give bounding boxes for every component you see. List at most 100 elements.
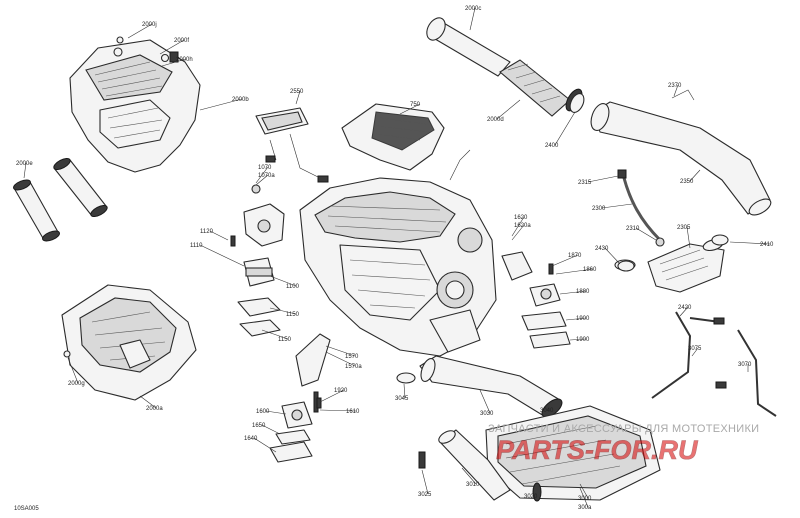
callout-3030[interactable]: 3030 bbox=[480, 411, 494, 417]
callout-3000a[interactable]: 300a bbox=[578, 505, 592, 511]
callout-1880[interactable]: 1880 bbox=[576, 289, 590, 295]
intake-boot-left[interactable] bbox=[12, 178, 61, 243]
callout-1150b[interactable]: 1150 bbox=[278, 337, 292, 343]
engine-cover[interactable] bbox=[341, 103, 445, 171]
leader-c-3000 bbox=[579, 483, 589, 499]
clamp-2430[interactable] bbox=[617, 260, 635, 272]
clamp-2400[interactable] bbox=[567, 91, 586, 114]
callout-2000c[interactable]: 2000c bbox=[465, 6, 481, 12]
callout-2310[interactable]: 2310 bbox=[626, 226, 640, 232]
leader-c-3025 bbox=[421, 469, 429, 495]
leader-c-1150a bbox=[269, 307, 297, 315]
leader-c-1570a bbox=[325, 351, 356, 367]
shim-plates-1150[interactable] bbox=[237, 297, 281, 337]
breather-hose-2300[interactable] bbox=[617, 169, 665, 247]
callout-3040[interactable]: 3040 bbox=[540, 408, 554, 414]
bolt-1920[interactable] bbox=[316, 397, 322, 409]
leader-c-2410 bbox=[729, 241, 771, 245]
callout-2410[interactable]: 2410 bbox=[760, 242, 774, 248]
callout-2315[interactable]: 2315 bbox=[578, 180, 592, 186]
callout-2400[interactable]: 2400 bbox=[545, 143, 559, 149]
callout-2420[interactable]: 2420 bbox=[678, 305, 692, 311]
callout-2000a[interactable]: 2000a bbox=[146, 406, 163, 412]
callout-1070[interactable]: 1070 bbox=[258, 165, 272, 171]
callout-1100[interactable]: 1100 bbox=[286, 284, 300, 290]
exhaust-bend[interactable] bbox=[437, 428, 511, 501]
exhaust-clamp-3020[interactable] bbox=[532, 482, 542, 502]
callout-1150a[interactable]: 1150 bbox=[286, 312, 300, 318]
callout-1860[interactable]: 1860 bbox=[583, 267, 597, 273]
leader-c-2350 bbox=[689, 169, 701, 182]
callout-2300[interactable]: 2300 bbox=[592, 206, 606, 212]
clamp-2410[interactable] bbox=[711, 234, 729, 246]
callout-2000d[interactable]: 2000d bbox=[487, 117, 504, 123]
callout-2000g[interactable]: 2000g bbox=[68, 381, 85, 387]
clamp-3045[interactable] bbox=[396, 372, 416, 384]
callout-1120[interactable]: 1120 bbox=[200, 229, 214, 235]
spring-3025[interactable] bbox=[418, 451, 426, 469]
callout-2000b[interactable]: 2000b bbox=[232, 97, 249, 103]
intake-boot-right[interactable] bbox=[52, 156, 109, 219]
leader-c-3030 bbox=[479, 389, 491, 414]
leader-c-1120 bbox=[209, 230, 229, 241]
callout-2305[interactable]: 2305 bbox=[677, 225, 691, 231]
callout-3075[interactable]: 3075 bbox=[688, 346, 702, 352]
air-duct-2350[interactable] bbox=[588, 89, 774, 218]
leader-c-1150b bbox=[261, 329, 289, 340]
callout-1110[interactable]: 1110 bbox=[190, 243, 203, 249]
clip-2000j[interactable] bbox=[116, 36, 124, 44]
callout-3010[interactable]: 3010 bbox=[466, 482, 480, 488]
leader-c-2000h bbox=[161, 58, 187, 67]
leader-c-3020 bbox=[533, 493, 537, 497]
callout-750[interactable]: 750 bbox=[410, 102, 421, 108]
callout-1640[interactable]: 1640 bbox=[244, 436, 258, 442]
callout-2000e[interactable]: 2000e bbox=[16, 161, 33, 167]
callout-2550[interactable]: 2550 bbox=[290, 89, 304, 95]
callout-2350[interactable]: 2350 bbox=[680, 179, 694, 185]
callout-1570[interactable]: 1570 bbox=[345, 354, 359, 360]
support-rods[interactable] bbox=[651, 311, 777, 417]
callout-2430[interactable]: 2430 bbox=[595, 246, 609, 252]
bolt-1860[interactable] bbox=[548, 263, 554, 275]
callout-1900a[interactable]: 1900 bbox=[576, 316, 590, 322]
engine-assembly[interactable] bbox=[299, 149, 497, 357]
callout-1600[interactable]: 1600 bbox=[256, 409, 270, 415]
nut-1070[interactable] bbox=[251, 184, 261, 194]
intake-manifold-lower[interactable] bbox=[61, 284, 197, 401]
callout-1650[interactable]: 1650 bbox=[252, 423, 266, 429]
callout-1870[interactable]: 1870 bbox=[568, 253, 582, 259]
callout-3070[interactable]: 3070 bbox=[738, 362, 752, 368]
callout-3020[interactable]: 3020 bbox=[524, 494, 538, 500]
callout-1920[interactable]: 1920 bbox=[334, 388, 348, 394]
rubber-mount-1100[interactable] bbox=[243, 257, 275, 287]
rear-mount-bracket[interactable] bbox=[501, 251, 571, 349]
callout-1900b[interactable]: 1900 bbox=[576, 337, 590, 343]
callout-1610[interactable]: 1610 bbox=[346, 409, 360, 415]
leader-c-1110 bbox=[199, 244, 245, 267]
leader-c-2000a bbox=[139, 395, 157, 409]
front-mount-bracket[interactable] bbox=[269, 333, 331, 463]
ecu-module[interactable] bbox=[255, 107, 329, 183]
callout-2370[interactable]: 2370 bbox=[668, 83, 682, 89]
air-intake-tube[interactable] bbox=[423, 15, 585, 117]
leader-c-2305 bbox=[686, 226, 691, 249]
intake-manifold-upper[interactable] bbox=[69, 39, 201, 173]
callout-3045[interactable]: 3045 bbox=[395, 396, 409, 402]
callout-2000h[interactable]: 2000h bbox=[176, 57, 193, 63]
callout-1620a[interactable]: 1620a bbox=[514, 223, 531, 229]
callout-3000[interactable]: 3000 bbox=[578, 496, 592, 502]
clip-2000g[interactable] bbox=[63, 350, 71, 358]
engine-mount-bracket[interactable] bbox=[243, 203, 285, 247]
callout-2000j[interactable]: 2000j bbox=[142, 22, 157, 28]
exhaust-pipe[interactable] bbox=[397, 355, 565, 420]
callout-1620[interactable]: 1620 bbox=[514, 215, 528, 221]
callout-3025[interactable]: 3025 bbox=[418, 492, 432, 498]
callout-2000f[interactable]: 2000f bbox=[174, 38, 189, 44]
bolt-1120[interactable] bbox=[230, 235, 236, 247]
callout-1070a[interactable]: 1070a bbox=[258, 173, 275, 179]
leader-c-1610 bbox=[319, 409, 357, 412]
leader-c-1100 bbox=[269, 275, 297, 287]
callout-1570a[interactable]: 1570a bbox=[345, 364, 362, 370]
leader-c-3075 bbox=[691, 347, 699, 357]
muffler[interactable] bbox=[485, 405, 661, 501]
